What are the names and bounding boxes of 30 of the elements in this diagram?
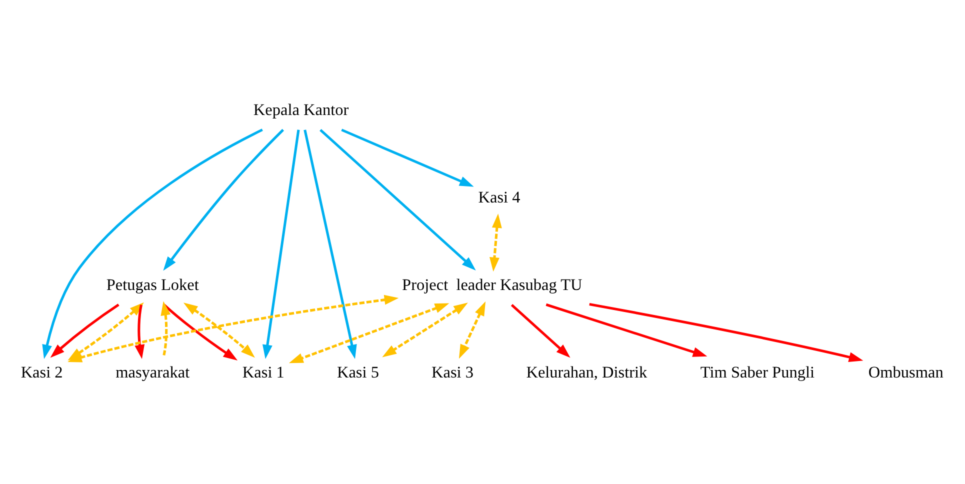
arrow (50, 303, 120, 358)
node-text: Kasi 1 (242, 363, 284, 381)
arrow (134, 304, 145, 359)
arrow (589, 302, 864, 362)
arrow (320, 128, 476, 270)
node-text: Ombusman (868, 363, 944, 381)
node-text: Kasi 5 (336, 363, 379, 381)
arrow (262, 129, 300, 359)
arrow (42, 128, 263, 358)
arrow (163, 128, 284, 270)
node-text: Kelurahan, Distrik (526, 363, 648, 381)
node-text: Kasi 2 (20, 363, 63, 381)
arrow (510, 303, 570, 358)
node-text: Tim Saber Pungli (700, 363, 815, 381)
arrow (160, 300, 171, 355)
node-text: Kasi 4 (478, 188, 520, 206)
node-text: Kepala Kantor (253, 100, 349, 119)
arrow (288, 302, 450, 363)
arrow (304, 129, 357, 358)
node-text: Petugas Loket (106, 276, 199, 294)
node-text: Kasi 3 (432, 363, 474, 381)
arrow (341, 128, 474, 186)
arrow (163, 303, 238, 360)
arrow (546, 302, 708, 356)
node-text: Project leader Kasubag TU (402, 276, 582, 294)
arrow (458, 300, 486, 358)
arrow (382, 302, 468, 357)
arrow (490, 213, 502, 272)
node-text: masyarakat (116, 363, 190, 381)
arrow (183, 302, 255, 358)
